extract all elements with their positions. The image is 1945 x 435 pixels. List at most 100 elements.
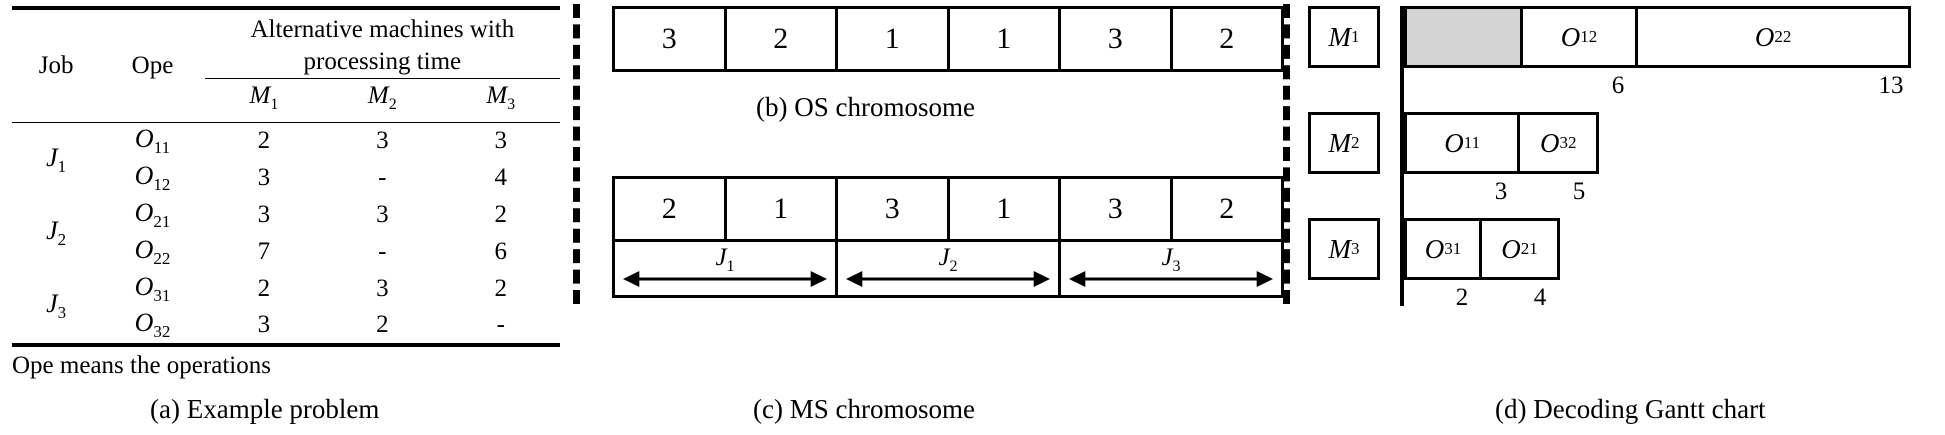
cell-o32-m3: - bbox=[496, 311, 505, 338]
cell-o12-m1: 3 bbox=[257, 164, 271, 191]
gantt-tick-m1-13: 13 bbox=[1878, 72, 1904, 99]
ms-job-group-label-sub-3: 3 bbox=[1172, 258, 1181, 275]
ms-gene-3[interactable]: 3 bbox=[838, 179, 950, 239]
cell-job-j2: J2 bbox=[12, 197, 100, 271]
panel-separator-2 bbox=[1283, 4, 1290, 304]
ms-job-group-label-3: J3 bbox=[1061, 244, 1281, 276]
table-header-row-2: M1 M2 M3 bbox=[12, 79, 560, 123]
cell-o22-m1: 7 bbox=[257, 238, 271, 265]
caption-d: (d) Decoding Gantt chart bbox=[1495, 394, 1766, 424]
gantt-task-label-sub: 22 bbox=[1774, 27, 1792, 46]
os-gene-4[interactable]: 1 bbox=[950, 9, 1061, 69]
cell-ope-o21-base: O bbox=[134, 197, 154, 227]
cell-job-j1-sub: 1 bbox=[57, 156, 67, 176]
gantt-tick-m3-4: 4 bbox=[1533, 284, 1547, 311]
gantt-task-label-sub: 31 bbox=[1444, 239, 1462, 258]
ms-job-group-double-arrow-1 bbox=[623, 270, 827, 288]
os-gene-5[interactable]: 3 bbox=[1061, 9, 1173, 69]
header-job: Job bbox=[38, 52, 74, 79]
ms-gene-5[interactable]: 3 bbox=[1061, 179, 1173, 239]
cell-o21-m1: 3 bbox=[257, 201, 271, 228]
header-machine-m3-sub: 3 bbox=[507, 96, 516, 113]
cell-ope-o12: O12 bbox=[100, 160, 204, 197]
cell-o22-m3: 6 bbox=[494, 238, 508, 265]
ms-gene-4[interactable]: 1 bbox=[950, 179, 1061, 239]
os-gene-2[interactable]: 2 bbox=[727, 9, 838, 69]
gantt-tick-m1-6: 6 bbox=[1611, 72, 1625, 99]
header-machine-m2-base: M bbox=[367, 82, 389, 109]
ms-gene-1[interactable]: 2 bbox=[615, 179, 727, 239]
cell-job-j3-base: J bbox=[46, 289, 58, 319]
panel-separator-1 bbox=[573, 4, 580, 304]
cell-o21-m3: 2 bbox=[494, 201, 508, 228]
cell-ope-o31: O31 bbox=[100, 271, 204, 308]
gantt-task-label-base: O bbox=[1444, 127, 1464, 158]
os-gene-3[interactable]: 1 bbox=[838, 9, 950, 69]
os-gene-1[interactable]: 3 bbox=[615, 9, 727, 69]
caption-b: (b) OS chromosome bbox=[756, 92, 975, 122]
os-gene-6[interactable]: 2 bbox=[1219, 22, 1235, 55]
gantt-task-label-sub: 11 bbox=[1463, 133, 1481, 152]
example-problem-table: Job Ope Alternative machines with proces… bbox=[12, 6, 560, 349]
table-row: O32 3 2 - bbox=[12, 308, 560, 345]
header-machine-m1-base: M bbox=[249, 82, 271, 109]
cell-o21-m2: 3 bbox=[376, 201, 389, 228]
cell-o12-m2: - bbox=[378, 164, 387, 191]
header-machine-m3: M3 bbox=[442, 79, 560, 123]
ms-job-group-label-2: J2 bbox=[838, 244, 1058, 276]
gantt-task-label-base: O bbox=[1560, 21, 1581, 52]
table-row: O22 7 - 6 bbox=[12, 234, 560, 271]
cell-ope-o31-sub: 31 bbox=[153, 286, 171, 306]
cell-o31-m1: 2 bbox=[257, 275, 271, 302]
gantt-machine-label-m2-sub: 2 bbox=[1351, 133, 1360, 152]
header-machine-m1-sub: 1 bbox=[270, 96, 279, 113]
ms-job-group-3: J3 bbox=[1061, 242, 1281, 295]
ms-job-group-double-arrow-2 bbox=[846, 270, 1050, 288]
ms-job-group-label-sub-1: 1 bbox=[726, 258, 735, 275]
header-group-alternative-machines: Alternative machines with processing tim… bbox=[204, 8, 560, 79]
cell-o32-m2: 2 bbox=[376, 311, 389, 338]
ms-job-group-double-arrow-3 bbox=[1069, 270, 1273, 288]
table-row: J1 O11 2 3 3 bbox=[12, 122, 560, 176]
cell-job-j2-sub: 2 bbox=[57, 230, 67, 250]
cell-ope-o32: O32 bbox=[100, 308, 204, 345]
cell-o11-m1: 2 bbox=[257, 127, 271, 155]
cell-job-j3: J3 bbox=[12, 271, 100, 345]
ms-gene-6[interactable]: 2 bbox=[1219, 192, 1235, 225]
gantt-task-label-sub: 21 bbox=[1520, 239, 1538, 258]
cell-job-j1-base: J bbox=[46, 142, 58, 172]
cell-job-j1: J1 bbox=[12, 123, 100, 197]
table-row: J2 O21 3 3 2 bbox=[12, 197, 560, 250]
gantt-machine-label-m1-sub: 1 bbox=[1351, 27, 1360, 46]
cell-o11-m2: 3 bbox=[376, 127, 389, 155]
cell-o12-m3: 4 bbox=[494, 164, 508, 191]
header-machine-m2: M2 bbox=[323, 79, 441, 123]
gantt-task-label-base: O bbox=[1424, 233, 1445, 264]
ms-job-group-label-base-2: J bbox=[938, 244, 950, 271]
gantt-idle-block-m1 bbox=[1407, 9, 1523, 65]
ms-gene-2[interactable]: 1 bbox=[727, 179, 838, 239]
ms-job-group-label-base-1: J bbox=[715, 244, 727, 271]
caption-c: (c) MS chromosome bbox=[753, 394, 975, 424]
cell-ope-o21-sub: 21 bbox=[153, 212, 171, 232]
panel-example-problem: Job Ope Alternative machines with proces… bbox=[0, 0, 568, 435]
cell-ope-o11: O11 bbox=[100, 123, 204, 160]
gantt-tick-m2-3: 3 bbox=[1494, 178, 1508, 205]
cell-o22-m2: - bbox=[378, 238, 387, 265]
ms-job-group-2: J2 bbox=[838, 242, 1061, 295]
ms-job-group-label-base-3: J bbox=[1161, 244, 1173, 271]
gantt-tick-m2-5: 5 bbox=[1572, 178, 1586, 205]
gantt-machine-label-m2-base: M bbox=[1328, 127, 1352, 158]
